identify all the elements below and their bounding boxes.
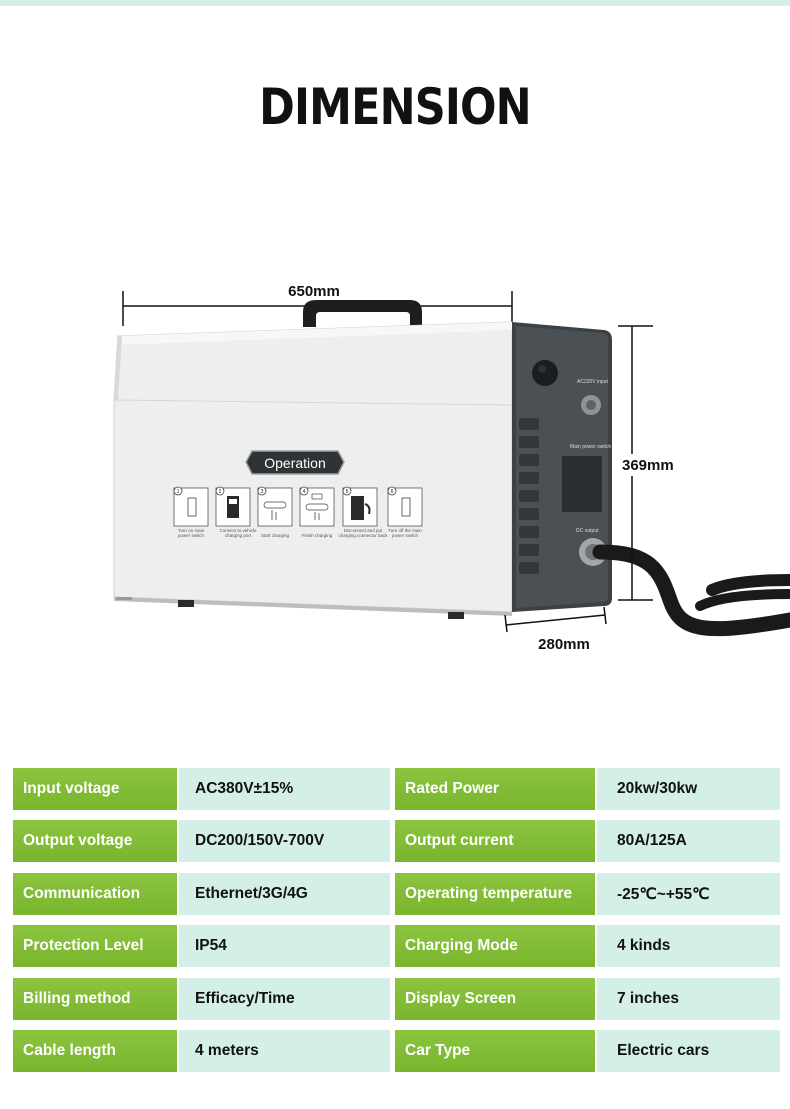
height-dimension: 369mm bbox=[618, 325, 698, 601]
svg-text:Finish charging: Finish charging bbox=[302, 533, 333, 538]
spec-value: 7 inches bbox=[597, 978, 780, 1020]
power-knob-icon bbox=[532, 360, 558, 386]
svg-text:Turn on main: Turn on main bbox=[178, 528, 205, 533]
spec-value: 4 kinds bbox=[597, 925, 780, 967]
svg-text:Start charging: Start charging bbox=[261, 533, 290, 538]
spec-label: Rated Power bbox=[395, 768, 595, 810]
svg-text:2: 2 bbox=[219, 489, 222, 495]
spec-row: Communication Ethernet/3G/4G Operating t… bbox=[13, 873, 780, 915]
svg-text:4: 4 bbox=[303, 489, 306, 495]
step-5: 5 Disconnect and put charging connector … bbox=[338, 486, 388, 538]
spec-label: Cable length bbox=[13, 1030, 177, 1072]
svg-text:charging port: charging port bbox=[225, 533, 252, 538]
spec-label: Output current bbox=[395, 820, 595, 862]
spec-label: Display Screen bbox=[395, 978, 595, 1020]
main-switch-window bbox=[562, 456, 602, 512]
svg-text:AC220V input: AC220V input bbox=[577, 379, 608, 385]
side-panel: AC220V input Main power switch DC output bbox=[512, 322, 612, 612]
spec-value: IP54 bbox=[179, 925, 390, 967]
depth-label: 280mm bbox=[538, 636, 590, 653]
spec-label: Input voltage bbox=[13, 768, 177, 810]
operation-steps: 1 Turn on main power switch 2 Connect to… bbox=[173, 486, 423, 538]
spec-label: Charging Mode bbox=[395, 925, 595, 967]
top-accent-strip bbox=[0, 0, 790, 6]
spec-value: Ethernet/3G/4G bbox=[179, 873, 390, 915]
spec-label: Billing method bbox=[13, 978, 177, 1020]
spec-label: Car Type bbox=[395, 1030, 595, 1072]
svg-text:3: 3 bbox=[261, 489, 264, 495]
svg-text:Connect to vehicle: Connect to vehicle bbox=[219, 528, 257, 533]
svg-text:5: 5 bbox=[346, 489, 349, 495]
step-2: 2 Connect to vehicle charging port bbox=[215, 486, 257, 538]
svg-text:6: 6 bbox=[391, 489, 394, 495]
spec-row: Billing method Efficacy/Time Display Scr… bbox=[13, 978, 780, 1020]
depth-dimension: 280mm bbox=[504, 606, 607, 653]
spec-value: Electric cars bbox=[597, 1030, 780, 1072]
spec-value: 4 meters bbox=[179, 1030, 390, 1072]
spec-value: DC200/150V-700V bbox=[179, 820, 390, 862]
spec-value: Efficacy/Time bbox=[179, 978, 390, 1020]
spec-value: -25℃~+55℃ bbox=[597, 873, 780, 915]
svg-text:Main power switch: Main power switch bbox=[570, 444, 611, 450]
spec-value: 80A/125A bbox=[597, 820, 780, 862]
spec-value: 20kw/30kw bbox=[597, 768, 780, 810]
svg-text:1: 1 bbox=[177, 489, 180, 495]
svg-text:power switch: power switch bbox=[392, 533, 419, 538]
svg-text:power switch: power switch bbox=[178, 533, 205, 538]
step-4: 4 Finish charging bbox=[299, 486, 335, 538]
spec-label: Protection Level bbox=[13, 925, 177, 967]
step-3: 3 Start charging bbox=[257, 486, 293, 538]
spec-row: Protection Level IP54 Charging Mode 4 ki… bbox=[13, 925, 780, 967]
height-label: 369mm bbox=[622, 457, 674, 474]
operation-label: Operation bbox=[264, 455, 325, 471]
spec-label: Communication bbox=[13, 873, 177, 915]
operation-badge: Operation bbox=[245, 450, 345, 475]
svg-text:Disconnect and put: Disconnect and put bbox=[344, 528, 383, 533]
spec-label: Operating temperature bbox=[395, 873, 595, 915]
step-1: 1 Turn on main power switch bbox=[173, 486, 209, 538]
svg-text:charging connector back: charging connector back bbox=[338, 533, 388, 538]
svg-text:DC output: DC output bbox=[576, 528, 599, 534]
spec-value: AC380V±15% bbox=[179, 768, 390, 810]
product-illustration: 650mm Operation 1 Turn on main power swi… bbox=[113, 283, 790, 653]
carry-handle bbox=[303, 300, 422, 327]
spec-label: Output voltage bbox=[13, 820, 177, 862]
spec-row: Cable length 4 meters Car Type Electric … bbox=[13, 1030, 780, 1072]
page-title: DIMENSION bbox=[259, 78, 531, 136]
spec-row: Input voltage AC380V±15% Rated Power 20k… bbox=[13, 768, 780, 810]
charging-cable bbox=[592, 544, 790, 637]
width-label: 650mm bbox=[288, 283, 340, 300]
step-6: 6 Turn off the main power switch bbox=[387, 486, 423, 538]
spec-row: Output voltage DC200/150V-700V Output cu… bbox=[13, 820, 780, 862]
svg-text:Turn off the main: Turn off the main bbox=[388, 528, 422, 533]
